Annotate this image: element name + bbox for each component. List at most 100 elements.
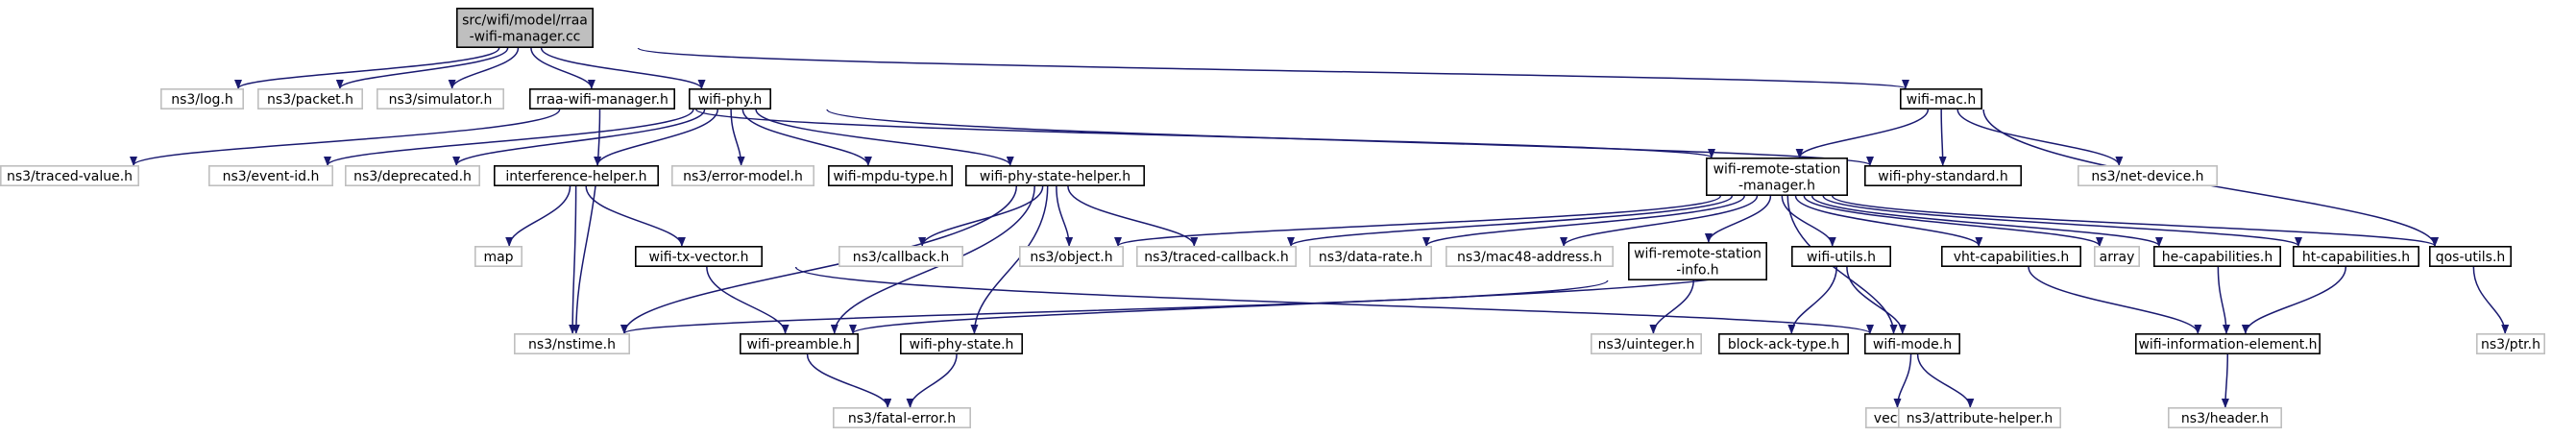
edge-rsm-to-tracedcb — [1287, 195, 1734, 247]
node-box — [528, 88, 675, 110]
node-fatal: ns3/fatal-error.h — [832, 406, 971, 428]
edge-line — [620, 185, 1018, 334]
node-label: wifi-remote-station — [1713, 162, 1841, 178]
edge-line — [918, 185, 1044, 247]
node-box — [2293, 245, 2420, 267]
node-label: ns3/object.h — [1030, 250, 1112, 265]
node-interference[interactable]: interference-helper.h — [493, 165, 659, 187]
node-box — [208, 165, 333, 187]
node-box — [455, 8, 594, 49]
node-box — [1900, 88, 1983, 110]
node-label: wifi-utils.h — [1807, 250, 1876, 265]
node-label: wifi-mpdu-type.h — [833, 169, 947, 184]
node-box — [474, 245, 522, 267]
node-rsm[interactable]: wifi-remote-station-manager.h — [1706, 158, 1849, 197]
edge-line — [1832, 195, 2439, 247]
node-root[interactable]: src/wifi/model/rraa-wifi-manager.cc — [455, 8, 594, 49]
edge-rraa-to-rsm — [695, 109, 1715, 158]
edge-line — [695, 109, 1715, 158]
node-txvector[interactable]: wifi-tx-vector.h — [634, 245, 763, 267]
node-box — [1898, 406, 2062, 428]
edge-line — [1786, 195, 1898, 334]
edge-line — [1067, 185, 1199, 247]
edge-line — [1287, 195, 1734, 247]
node-preamble[interactable]: wifi-preamble.h — [739, 332, 859, 354]
edge-root-to-rraa — [530, 47, 595, 89]
node-box — [0, 165, 139, 187]
node-qos[interactable]: qos-utils.h — [2429, 245, 2513, 267]
node-label: interference-helper.h — [505, 169, 646, 184]
node-label: ns3/traced-callback.h — [1144, 250, 1289, 265]
node-label: ns3/header.h — [2181, 411, 2269, 426]
edge-line — [706, 266, 790, 334]
node-box — [838, 245, 963, 267]
node-label: ns3/packet.h — [267, 92, 353, 108]
edge-line — [826, 109, 1874, 166]
node-rraa[interactable]: rraa-wifi-manager.h — [528, 88, 675, 110]
edge-line — [335, 47, 509, 89]
edge-rsm-to-he — [1810, 195, 2163, 247]
node-box — [964, 165, 1145, 187]
node-box — [2476, 332, 2546, 354]
edge-line — [130, 109, 561, 166]
edge-line — [585, 185, 686, 247]
node-label: ns3/ptr.h — [2481, 337, 2540, 352]
edge-rraa-to-nstime — [571, 109, 601, 334]
node-wifimac[interactable]: wifi-mac.h — [1900, 88, 1983, 110]
edge-root-to-simulator — [448, 47, 520, 89]
edge-rsinfo-to-uinteger — [1649, 279, 1694, 334]
node-box — [1309, 245, 1433, 267]
node-ht[interactable]: ht-capabilities.h — [2293, 245, 2420, 267]
node-he[interactable]: he-capabilities.h — [2153, 245, 2282, 267]
node-phystate[interactable]: wifi-phy-state.h — [899, 332, 1023, 354]
edge-line — [452, 109, 706, 166]
edge-line — [540, 47, 706, 89]
edge-line — [505, 185, 571, 247]
edge-line — [1422, 195, 1745, 247]
node-mode[interactable]: wifi-mode.h — [1864, 332, 1961, 354]
node-label: array — [2100, 250, 2135, 265]
edge-rsm-to-array — [1803, 195, 2103, 247]
node-box — [1864, 165, 2023, 187]
node-label: wifi-remote-station — [1634, 247, 1762, 262]
node-ptr: ns3/ptr.h — [2476, 332, 2546, 354]
node-statehelper[interactable]: wifi-phy-state-helper.h — [964, 165, 1145, 187]
edge-line — [1560, 195, 1759, 247]
node-tracedvalue: ns3/traced-value.h — [0, 165, 139, 187]
edge-line — [1938, 109, 1947, 166]
edge-line — [2472, 266, 2510, 334]
node-mpdutype[interactable]: wifi-mpdu-type.h — [827, 165, 953, 187]
edge-interference-to-txvector — [585, 185, 686, 247]
edge-line — [1056, 185, 1074, 247]
node-utils[interactable]: wifi-utils.h — [1791, 245, 1892, 267]
node-nstime: ns3/nstime.h — [513, 332, 630, 354]
edge-root-to-wifiphy — [540, 47, 706, 89]
node-label: ns3/error-model.h — [683, 169, 803, 184]
edge-interference-to-map — [505, 185, 571, 247]
node-vht[interactable]: vht-capabilities.h — [1941, 245, 2082, 267]
edge-utils-to-mode — [1846, 266, 1907, 334]
edge-interference-to-nstime — [569, 185, 577, 334]
node-box — [2168, 406, 2283, 428]
node-label: ns3/net-device.h — [2091, 169, 2203, 184]
node-blockack[interactable]: block-ack-type.h — [1718, 332, 1850, 354]
node-label: ns3/traced-value.h — [7, 169, 133, 184]
node-phystd[interactable]: wifi-phy-standard.h — [1864, 165, 2023, 187]
node-label: wifi-information-element.h — [2138, 337, 2317, 352]
edge-phystate-to-fatal — [906, 353, 958, 408]
edge-statehelper-to-object — [1056, 185, 1074, 247]
node-infoelem[interactable]: wifi-information-element.h — [2135, 332, 2321, 354]
edge-ht-to-infoelem — [2241, 266, 2347, 334]
node-box — [688, 88, 771, 110]
edge-rsinfo-to-nstime — [620, 279, 1609, 334]
edge-line — [2028, 266, 2202, 334]
edge-wifiphy-to-phystd — [826, 109, 1874, 166]
node-rsinfo[interactable]: wifi-remote-station-info.h — [1628, 242, 1768, 281]
node-box — [1706, 158, 1849, 197]
edge-rraa-to-tracedvalue — [130, 109, 561, 166]
edge-line — [620, 279, 1609, 334]
node-label: wifi-tx-vector.h — [648, 250, 748, 265]
node-netdevice: ns3/net-device.h — [2078, 165, 2219, 187]
node-wifiphy[interactable]: wifi-phy.h — [688, 88, 771, 110]
node-box — [1446, 245, 1615, 267]
